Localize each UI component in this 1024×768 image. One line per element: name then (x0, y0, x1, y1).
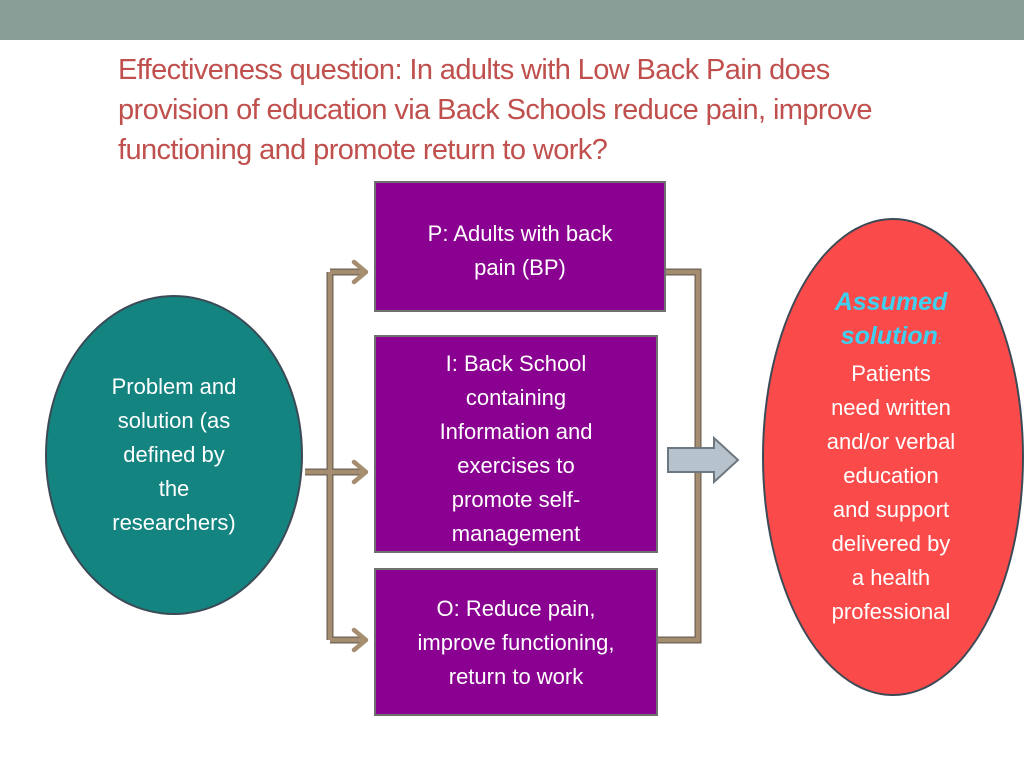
solution-line-2: need written (831, 395, 951, 420)
solution-line-6: delivered by (831, 531, 951, 556)
title-line-1: Effectiveness question: In adults with L… (118, 54, 830, 86)
outcome-line-2: improve functioning, (417, 630, 615, 655)
solution-line-3: and/or verbal (826, 429, 956, 454)
solution-heading-colon: : (937, 333, 942, 347)
solution-line-8: professional (831, 599, 951, 624)
problem-line-3: defined by (123, 442, 225, 467)
problem-oval: Problem and solution (as defined by the … (45, 295, 303, 615)
solution-line-4: education (843, 463, 939, 488)
left-bracket-inner (305, 269, 362, 643)
arrowhead-to-o (351, 627, 369, 653)
title-line-3: functioning and promote return to work? (118, 134, 608, 166)
intervention-box: I: Back School containing Information an… (374, 335, 658, 553)
population-line-2: pain (BP) (474, 255, 566, 280)
problem-line-2: solution (as (117, 408, 231, 433)
problem-line-5: researchers) (112, 510, 236, 535)
title-line-2: provision of education via Back Schools … (118, 94, 872, 126)
intervention-line-2: containing (465, 385, 567, 410)
intervention-line-3: Information and (439, 419, 593, 444)
problem-line-1: Problem and (111, 374, 237, 399)
problem-line-4: the (158, 476, 190, 501)
outcome-line-1: O: Reduce pain, (436, 596, 596, 621)
arrowhead-to-p (351, 259, 369, 285)
left-bracket (305, 268, 362, 644)
solution-line-7: a health (851, 565, 931, 590)
population-box: P: Adults with back pain (BP) (374, 181, 666, 312)
block-arrow (667, 435, 740, 485)
solution-line-1: Patients (851, 361, 931, 386)
outcome-line-3: return to work (448, 664, 584, 689)
intervention-line-4: exercises to (457, 453, 575, 478)
intervention-line-5: promote self- (451, 487, 581, 512)
intervention-line-6: management (451, 521, 581, 546)
slide-title: Effectiveness question: In adults with L… (118, 50, 998, 170)
solution-heading-row: solution: (841, 319, 942, 357)
arrowhead-to-i (351, 459, 369, 485)
solution-heading-line-2: solution (840, 322, 938, 350)
intervention-line-1: I: Back School (445, 351, 587, 376)
solution-heading-line-1: Assumed (834, 288, 948, 316)
population-line-1: P: Adults with back (427, 221, 613, 246)
top-bar (0, 0, 1024, 40)
solution-line-5: and support (832, 497, 950, 522)
outcome-box: O: Reduce pain, improve functioning, ret… (374, 568, 658, 716)
left-bracket-arrowheads (351, 259, 369, 653)
solution-oval: Assumed solution: Patients need written … (762, 218, 1024, 696)
